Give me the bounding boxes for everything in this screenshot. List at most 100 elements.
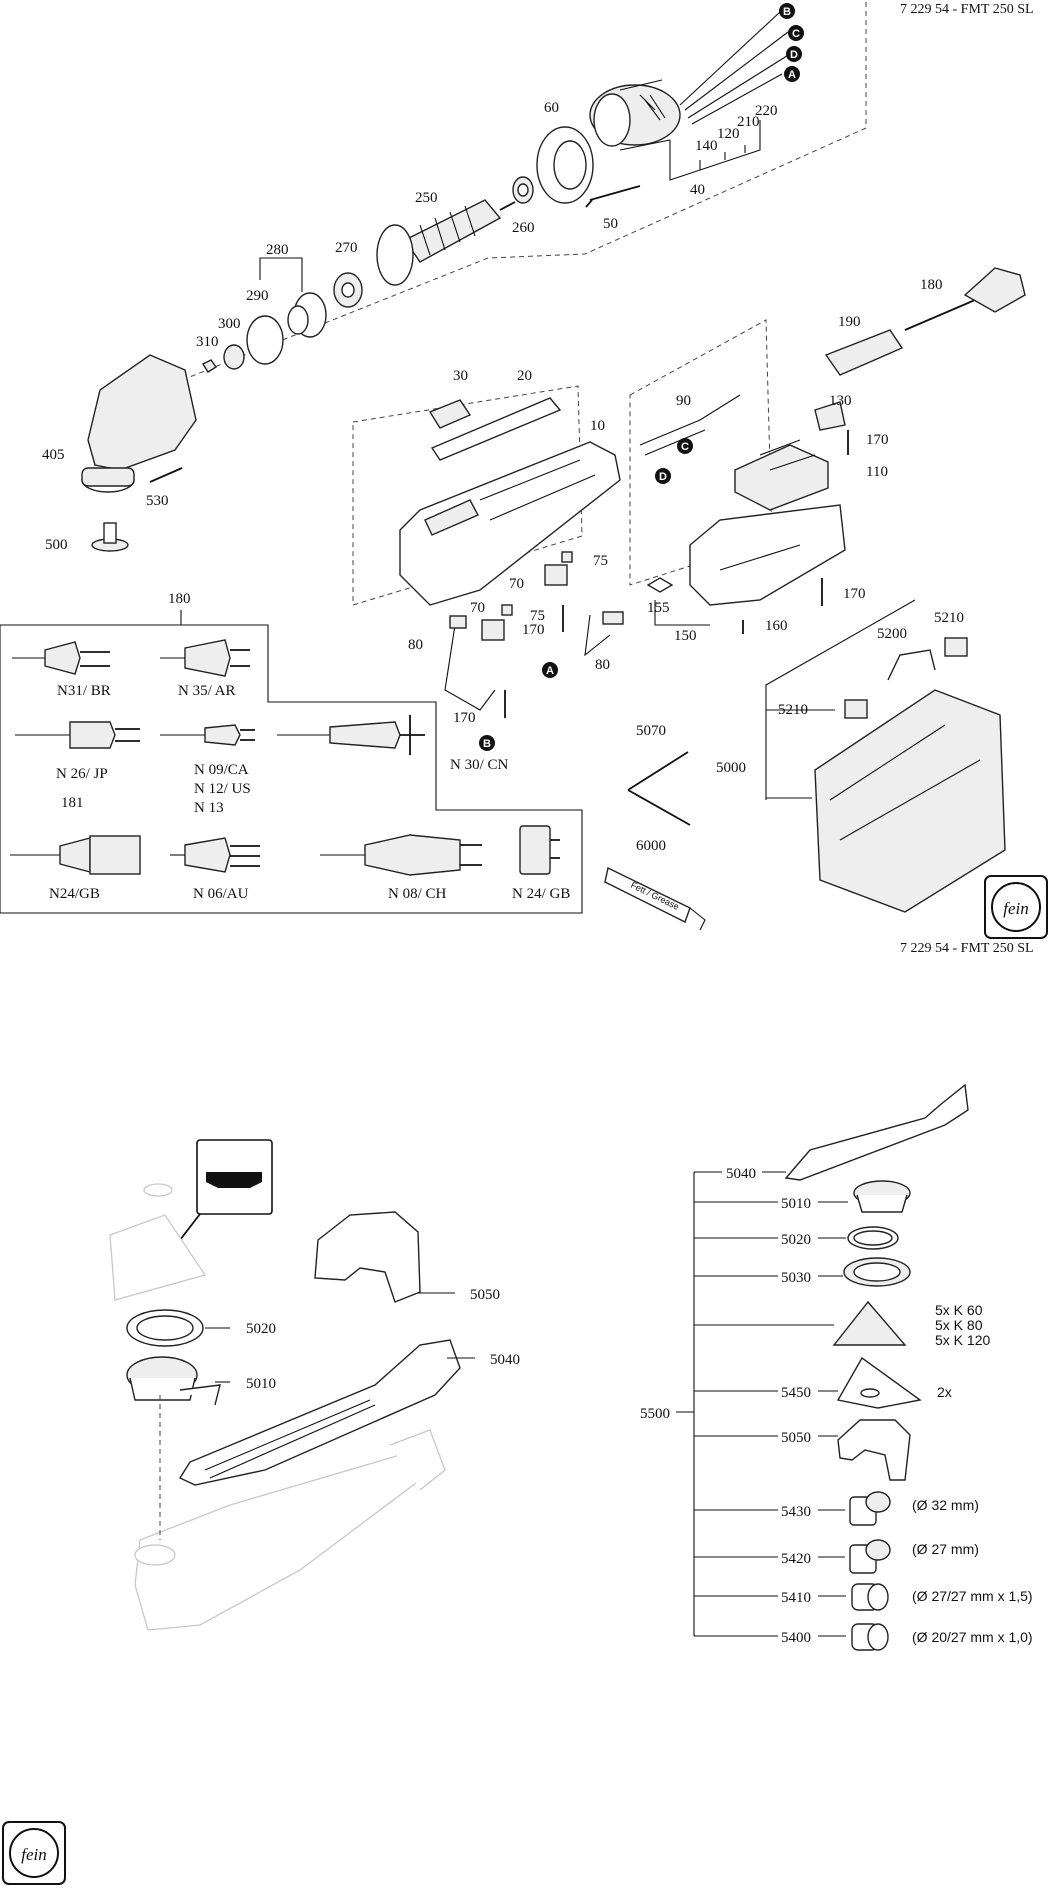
svg-text:C: C [792,28,800,40]
label-270: 270 [335,240,358,256]
label-80-b: 80 [595,657,610,673]
plug-label-n35-ar: N 35/ AR [178,683,236,699]
label-5210-a: 5210 [934,610,964,626]
fein-logo-bottom: fein [2,1821,66,1885]
connector-marker-a2: A [542,662,558,678]
label-10: 10 [590,418,605,434]
label-70-b: 70 [470,600,485,616]
svg-text:(Ø 32 mm): (Ø 32 mm) [912,1497,979,1513]
set-item-5050: 5050 [694,1419,911,1481]
coil-wires [679,11,791,125]
screw-50 [585,185,641,208]
plug-180 [963,267,1026,313]
label-190: 190 [838,314,861,330]
set-item-sanding-sheets: 5x K 60 5x K 80 5x K 120 [694,1300,990,1348]
bearing-270 [333,272,363,308]
fan-baffle [536,126,594,204]
label-30: 30 [453,368,468,384]
latch-5210a [944,637,968,657]
label-260: 260 [512,220,535,236]
set-item-5020: 5020 [694,1226,899,1250]
brush-wire-80b [584,614,611,657]
carry-case-5000 [814,649,1006,913]
connector-marker-c: C [788,25,804,41]
clamp-500 [91,522,129,552]
label-60: 60 [544,100,559,116]
plugs-box-label-180: 180 [168,591,191,607]
grease-tube-6000: Fett / Grease [604,866,706,931]
label-110: 110 [866,464,888,480]
cable-guard-190 [824,329,904,376]
label-75-b: 75 [530,608,545,624]
label-170-d: 170 [453,710,476,726]
plug-n06-au [170,837,260,873]
dust-extraction-assembly [109,1139,461,1631]
brush-wire-80a [444,624,496,711]
label-50: 50 [603,216,618,232]
bracket-5000 [765,599,916,800]
plug-label-n26-jp: N 26/ JP [56,766,108,782]
header-reference: 7 229 54 - FMT 250 SL [900,2,1034,17]
label-290: 290 [246,288,269,304]
plug-n30-cn [277,715,425,755]
label-250: 250 [415,190,438,206]
label-80-a: 80 [408,637,423,653]
electronics-group-outline [629,319,773,586]
label-130: 130 [829,393,852,409]
label-160: 160 [765,618,788,634]
set-bracket [693,1171,722,1636]
label-70-a: 70 [509,576,524,592]
label-5000: 5000 [716,760,746,776]
set-item-5420: 5420 (Ø 27 mm) [694,1539,979,1574]
svg-text:5050: 5050 [781,1430,811,1446]
plug-label-181: 181 [61,795,84,811]
bearing-300 [223,344,245,370]
plug-label-n24-gb-2: N 24/ GB [512,886,570,902]
label-310: 310 [196,334,219,350]
connector-marker-c2: C [677,438,693,454]
label-150: 150 [674,628,697,644]
plug-label-n06-au: N 06/AU [193,886,249,902]
svg-text:5x K 60: 5x K 60 [935,1302,983,1318]
bottom-label-5040: 5040 [490,1352,520,1368]
gear-head-405 [81,354,197,493]
svg-text:D: D [659,471,667,483]
label-300: 300 [218,316,241,332]
svg-text:5410: 5410 [781,1590,811,1606]
svg-text:5450: 5450 [781,1385,811,1401]
allen-key-5070 [627,751,691,826]
svg-text:5010: 5010 [781,1196,811,1212]
bottom-label-5010: 5010 [246,1376,276,1392]
eccentric-280 [287,292,327,338]
svg-text:5430: 5430 [781,1504,811,1520]
svg-text:2x: 2x [937,1384,952,1400]
svg-text:A: A [788,69,796,81]
set-item-5010: 5010 [694,1180,911,1213]
set-item-5410: 5410 (Ø 27/27 mm x 1,5) [694,1583,1033,1611]
set-item-5040: 5040 [726,1083,969,1182]
label-5200: 5200 [877,626,907,642]
power-cable-180 [904,299,976,331]
brush-75a [561,551,573,563]
set-item-5450: 5450 2x [694,1356,952,1409]
plug-n24-gb [10,835,141,875]
label-210: 210 [737,114,760,130]
armature [376,199,516,286]
label-280: 280 [266,242,289,258]
plug-n31-br [12,641,110,675]
switch-cap-30 [428,399,472,429]
label-40: 40 [690,182,705,198]
svg-text:(Ø 20/27 mm x 1,0): (Ø 20/27 mm x 1,0) [912,1629,1033,1645]
label-20: 20 [517,368,532,384]
svg-text:A: A [546,665,554,677]
svg-text:5030: 5030 [781,1270,811,1286]
plug-label-n31-br: N31/ BR [57,683,111,699]
connector-marker-d2: D [655,468,671,484]
label-530: 530 [146,493,169,509]
label-180: 180 [920,277,943,293]
svg-text:(Ø 27 mm): (Ø 27 mm) [912,1541,979,1557]
label-5210-b: 5210 [778,702,808,718]
svg-text:5420: 5420 [781,1551,811,1567]
connector-marker-b2: B [479,735,495,751]
